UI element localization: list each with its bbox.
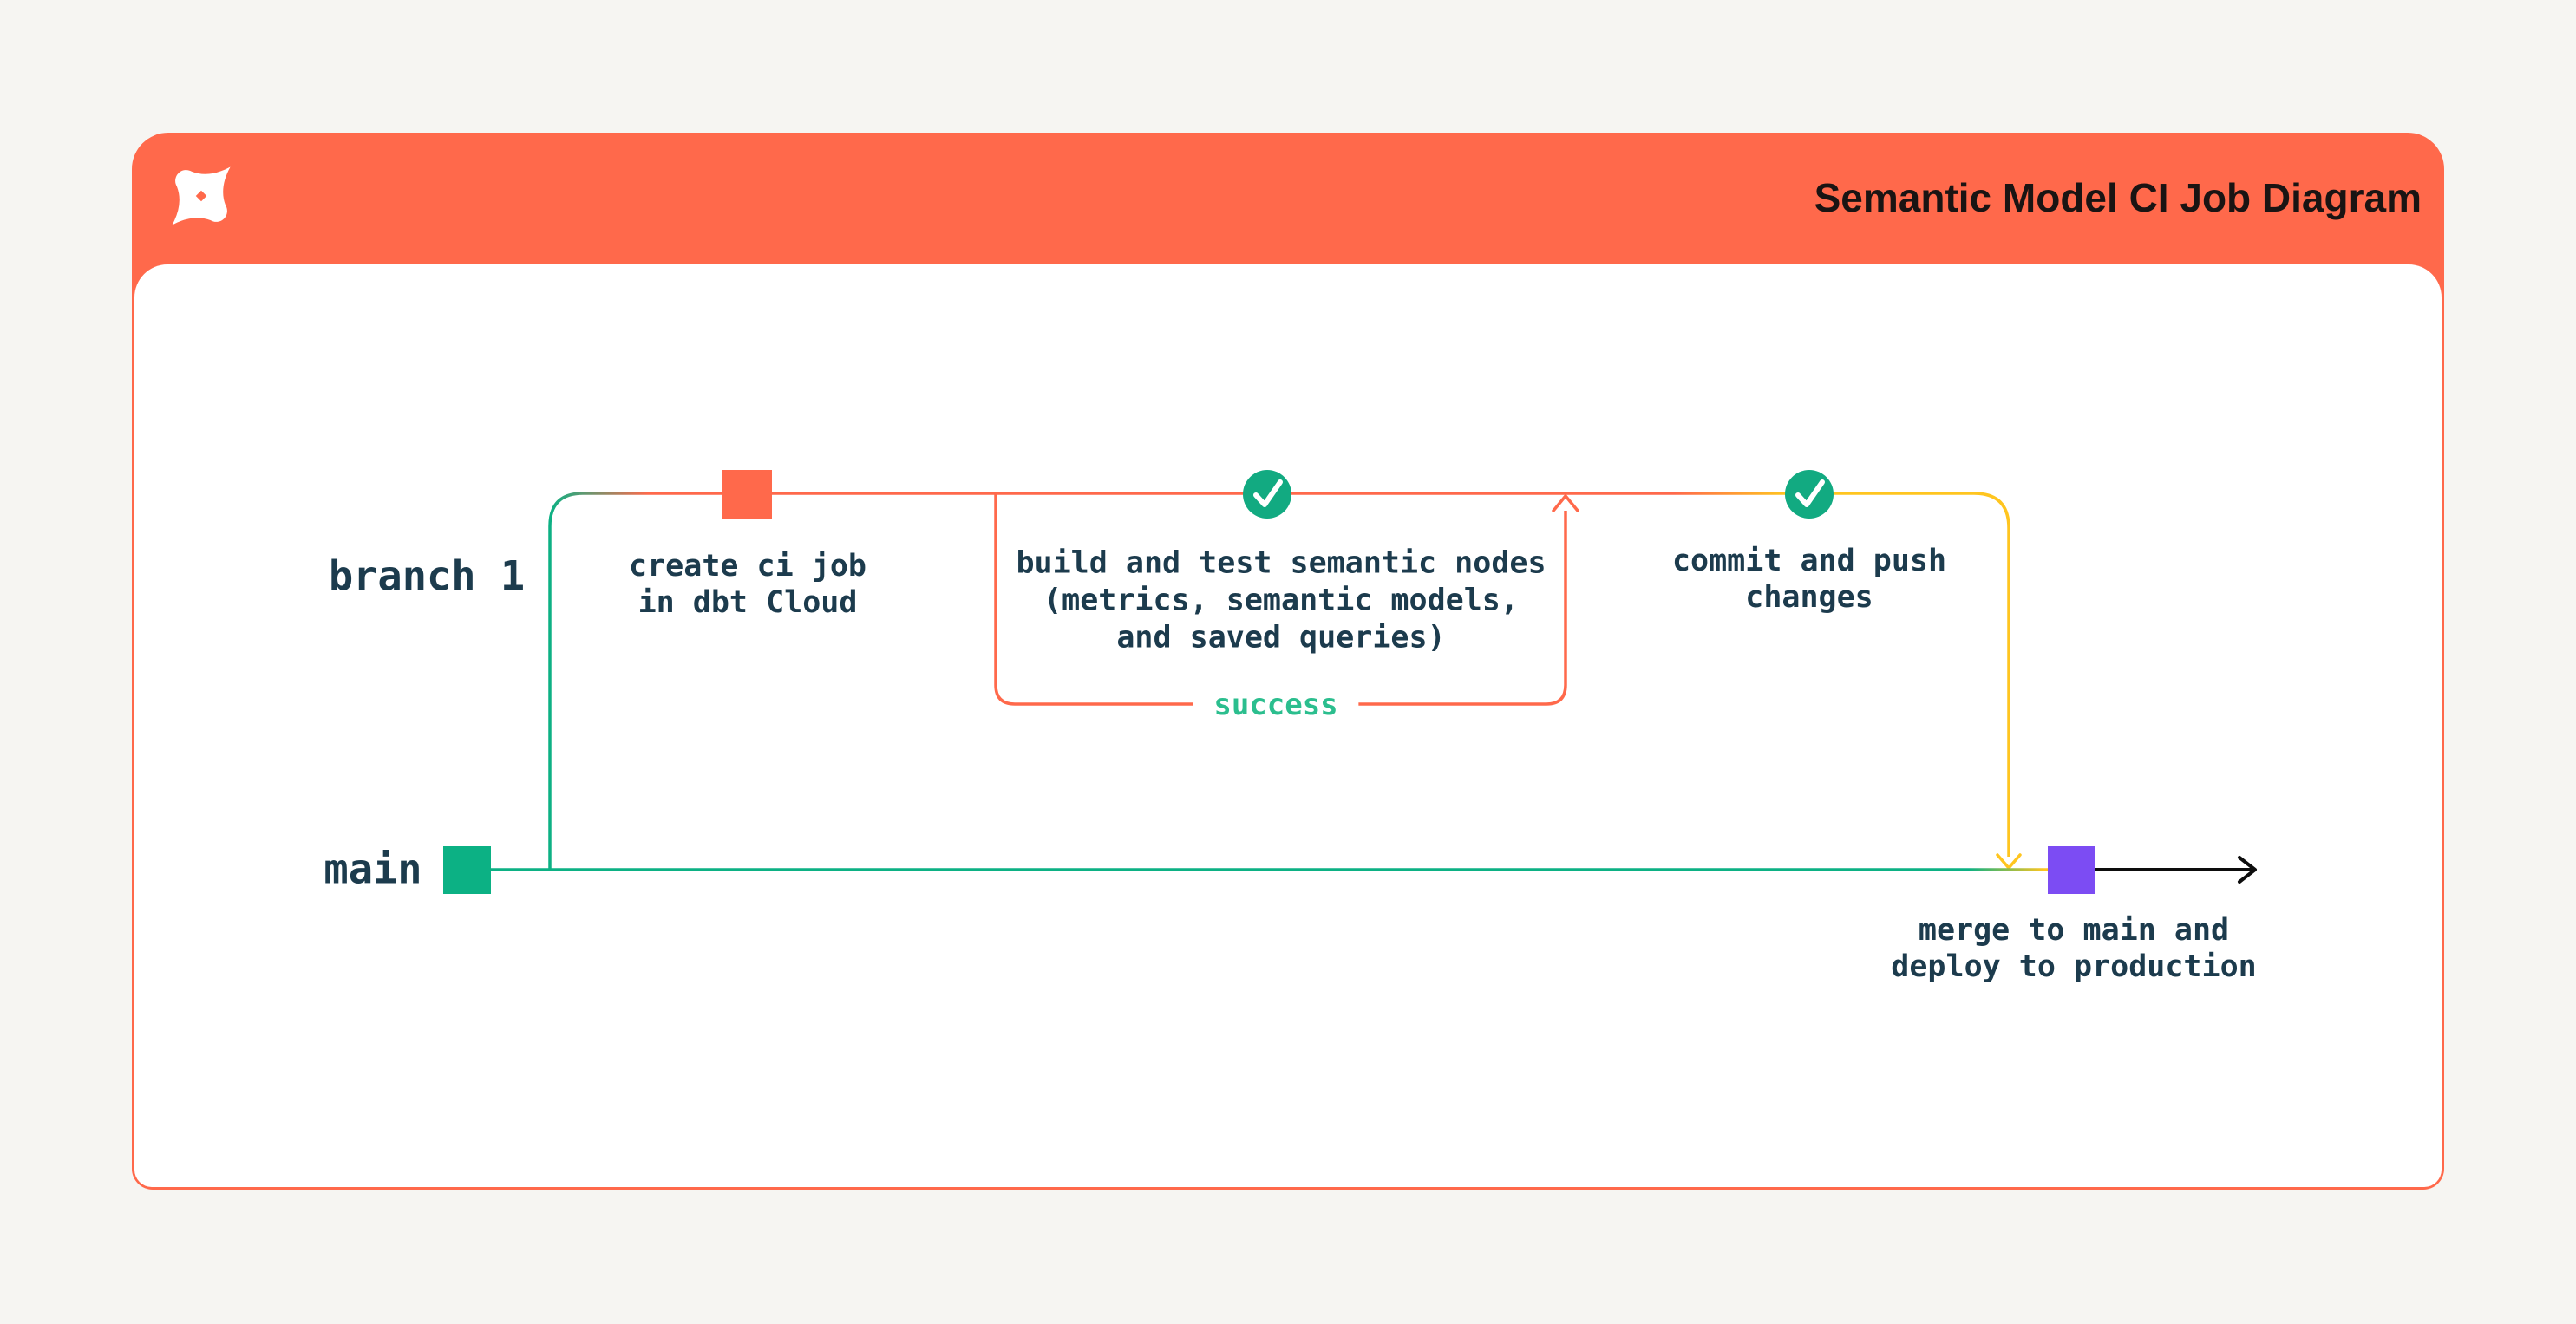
create-ci-commit-node	[722, 470, 772, 519]
create-ci-job-label: create ci job in dbt Cloud	[629, 549, 866, 620]
diagram-card-body	[134, 264, 2442, 1187]
success-label: success	[1193, 686, 1359, 724]
branch-1-label: branch 1	[328, 552, 526, 601]
arrow-down-icon	[1996, 853, 2022, 870]
success-check-icon	[1785, 470, 1834, 519]
merge-commit-node	[2048, 846, 2095, 894]
main-label: main	[324, 845, 422, 894]
commit-push-label: commit and push changes	[1671, 544, 1947, 615]
success-check-icon	[1243, 470, 1291, 519]
page-title: Semantic Model CI Job Diagram	[1814, 175, 2422, 220]
arrow-right-icon	[2238, 856, 2257, 884]
diagram-card	[132, 133, 2444, 1190]
main-commit-node	[443, 846, 491, 894]
build-test-label: build and test semantic nodes (metrics, …	[1016, 545, 1546, 655]
arrow-up-icon	[1552, 494, 1579, 512]
merge-deploy-label: merge to main and deploy to production	[1891, 913, 2257, 984]
dbt-logo-icon	[172, 166, 231, 225]
